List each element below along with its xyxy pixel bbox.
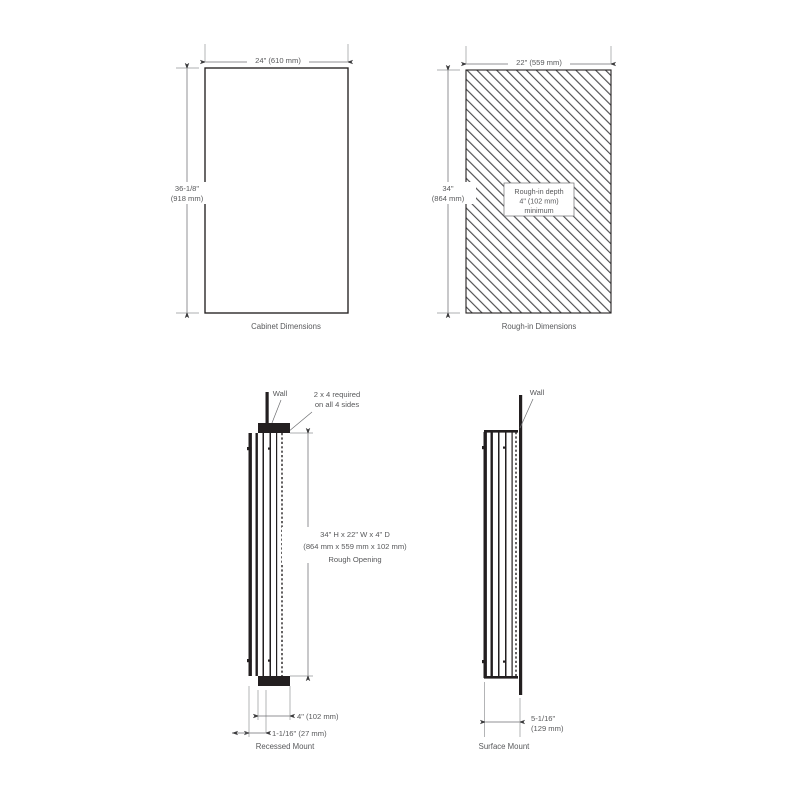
surface-cabinet-inner-wall: [490, 432, 493, 678]
recessed-stud-note-line1: 2 x 4 required: [314, 390, 360, 399]
recessed-bracket-tick-top: [247, 447, 252, 451]
surface-depth-label-mm: (129 mm): [531, 724, 564, 733]
surface-cabinet-top-cap: [484, 430, 518, 433]
cabinet-height-label-mm: (918 mm): [171, 194, 204, 203]
recessed-inner-tick-bottom: [268, 659, 271, 662]
surface-bracket-tick-bottom: [482, 660, 487, 664]
recessed-rough-opening-line3: Rough Opening: [328, 555, 381, 564]
recessed-rough-opening-line2: (864 mm x 559 mm x 102 mm): [303, 542, 407, 551]
roughin-width-label-mask: [508, 58, 570, 69]
figure-surface-mount: Wall 5-1/16" (129 mm) Surface Mount: [479, 388, 564, 751]
surface-cabinet-shelf-line: [498, 432, 500, 678]
surface-inner-tick-top: [503, 446, 506, 449]
rough-in-depth-callout-line1: Rough-in depth: [514, 187, 563, 196]
roughin-width-label: 22" (559 mm): [516, 58, 562, 67]
surface-wall-label: Wall: [530, 388, 545, 397]
rough-in-depth-callout-line2: 4" (102 mm): [519, 197, 558, 206]
recessed-rough-opening-line1: 34" H x 22" W x 4" D: [320, 530, 390, 539]
figure-cabinet-dimensions: 24" (610 mm) 36-1/8" (918 mm) Cabinet Di…: [159, 44, 354, 331]
recessed-cabinet-back-panel: [269, 433, 271, 676]
roughin-height-label-mask: [420, 182, 476, 204]
rough-in-depth-callout-line3: minimum: [524, 206, 553, 215]
recessed-opening-label-mask: [282, 527, 407, 563]
cabinet-height-label-mask: [159, 182, 215, 204]
surface-cabinet-bottom-cap: [484, 676, 518, 679]
roughin-height-label-mm: (864 mm): [432, 194, 465, 203]
figure-recessed-mount: Wall 2 x 4 required on all 4 sides 34" H…: [231, 389, 407, 751]
roughin-height-label-inches: 34": [442, 184, 453, 193]
recessed-cabinet-front-face: [248, 433, 252, 676]
recessed-depth-label: 4" (102 mm): [297, 712, 339, 721]
rough-in-depth-callout-box: [503, 182, 575, 217]
surface-bracket-tick-top: [482, 446, 487, 450]
surface-cabinet-mirror-line: [511, 432, 513, 678]
recessed-mount-caption: Recessed Mount: [256, 742, 315, 751]
cabinet-dimensions-caption: Cabinet Dimensions: [251, 322, 321, 331]
surface-inner-tick-bottom: [503, 660, 506, 663]
figure-rough-in-dimensions: 22" (559 mm) 34" (864 mm) Rough-in depth…: [420, 46, 617, 331]
recessed-wall-label: Wall: [273, 389, 288, 398]
cabinet-width-label-mask: [247, 56, 309, 67]
recessed-inner-tick-top: [268, 447, 271, 450]
recessed-bottom-framing-block: [258, 676, 290, 686]
surface-mount-caption: Surface Mount: [479, 742, 531, 751]
recessed-stud-note-line2: on all 4 sides: [315, 400, 360, 409]
cabinet-height-label-inches: 36-1/8": [175, 184, 200, 193]
surface-wall-line: [519, 395, 523, 695]
cabinet-width-label: 24" (610 mm): [255, 56, 301, 65]
recessed-cabinet-inner-wall: [255, 433, 258, 676]
surface-depth-label-inches: 5-1/16": [531, 714, 556, 723]
recessed-top-framing-block: [258, 423, 290, 433]
recessed-bracket-tick-bottom: [247, 659, 252, 663]
surface-wall-leader: [519, 398, 534, 429]
rough-in-dimensions-caption: Rough-in Dimensions: [502, 322, 577, 331]
recessed-stud-note-leader: [287, 411, 313, 433]
cabinet-face-outline: [204, 67, 349, 314]
surface-cabinet-front-face: [483, 432, 487, 678]
recessed-protrusion-label: 1-1/16" (27 mm): [272, 729, 327, 738]
recessed-cabinet-shelf-line: [262, 433, 264, 676]
recessed-cabinet-mirror-line: [276, 433, 278, 676]
recessed-wall-line: [265, 392, 269, 429]
surface-cabinet-back-panel: [505, 432, 507, 678]
